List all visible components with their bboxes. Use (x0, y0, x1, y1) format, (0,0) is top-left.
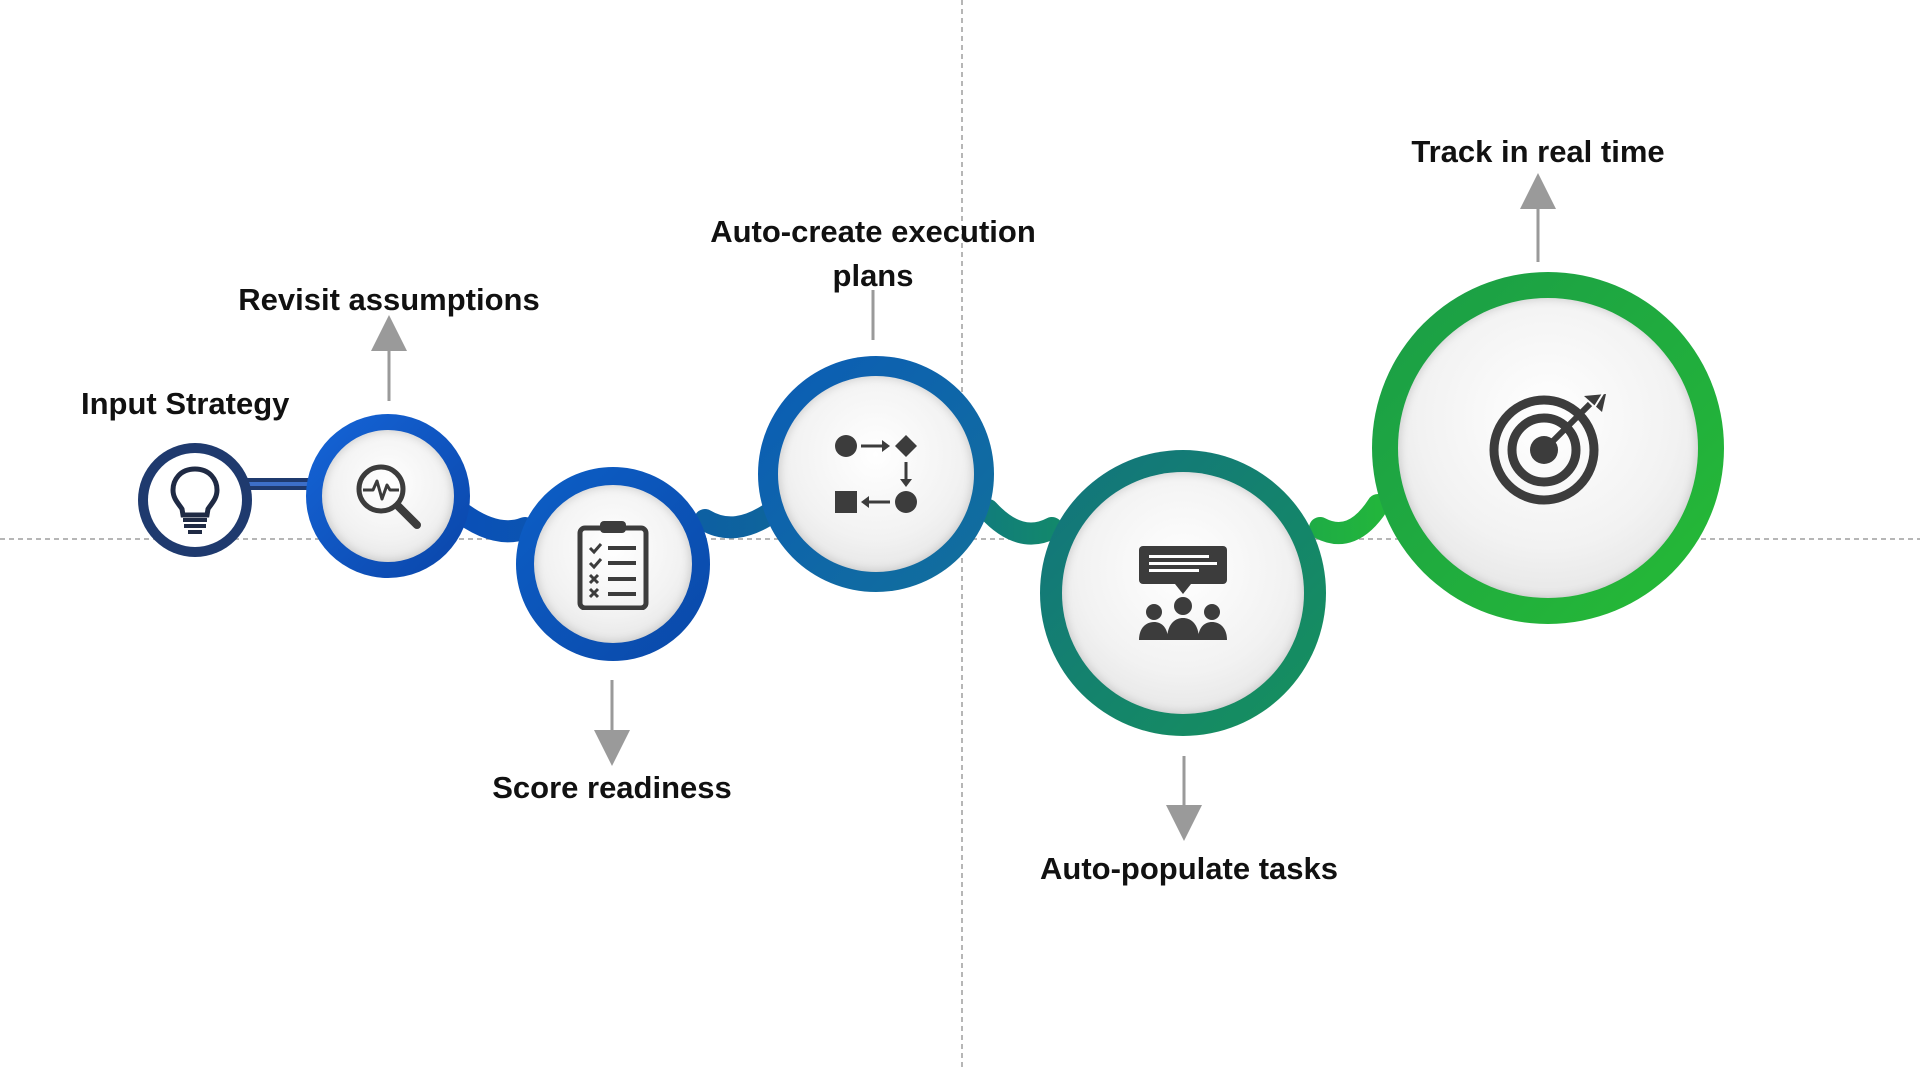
step-input-strategy-node (138, 443, 252, 557)
step-track-label: Track in real time (1411, 134, 1665, 169)
step-track-node (1372, 272, 1724, 624)
step-auto-populate-label: Auto-populate tasks (1040, 851, 1338, 886)
step-auto-populate-node (1040, 450, 1326, 736)
step-revisit-assumptions-label: Revisit assumptions (238, 282, 540, 317)
step-revisit-assumptions-node (306, 414, 470, 578)
step-input-strategy-label: Input Strategy (81, 386, 290, 421)
connector-bar-highlight (246, 482, 308, 486)
step-score-readiness-node (516, 467, 710, 661)
clipboard-checklist-icon (577, 521, 649, 610)
flow-connector (444, 494, 1389, 545)
step-score-readiness-label: Score readiness (492, 770, 732, 805)
team-discussion-icon (1139, 546, 1227, 640)
magnifier-pulse-icon (356, 464, 421, 529)
target-icon (1489, 391, 1606, 505)
step-auto-create-label: Auto-create execution plans (710, 214, 1036, 293)
lightbulb-icon (170, 466, 220, 534)
process-flow-icon (835, 435, 917, 513)
step-auto-create-node (758, 356, 994, 592)
